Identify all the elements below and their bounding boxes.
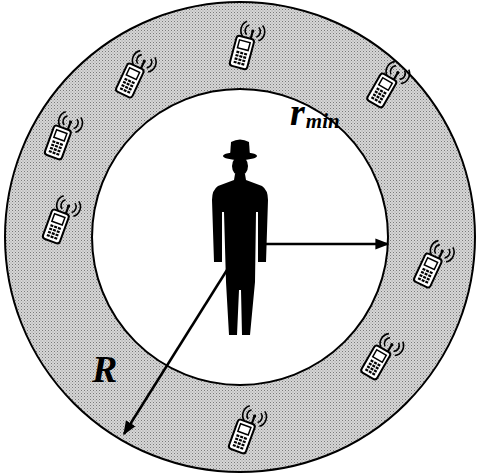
rmin-arrow [262,243,388,246]
radius-arrow [124,262,232,434]
inner-region [92,89,388,385]
phone-icon [42,194,83,247]
subscript-label: min [306,111,340,132]
person-silhouette [212,140,268,336]
outer-region [5,2,475,472]
radius-label: R [92,350,117,388]
phone-icon [360,331,406,385]
phone-icon [413,238,456,292]
phone-icon [228,404,269,457]
phone-icon [44,110,85,163]
phone-icon [366,59,412,113]
phone-icon [229,20,266,72]
phones [42,20,456,457]
phone-icon [115,48,158,102]
radius-label: r [290,93,305,131]
